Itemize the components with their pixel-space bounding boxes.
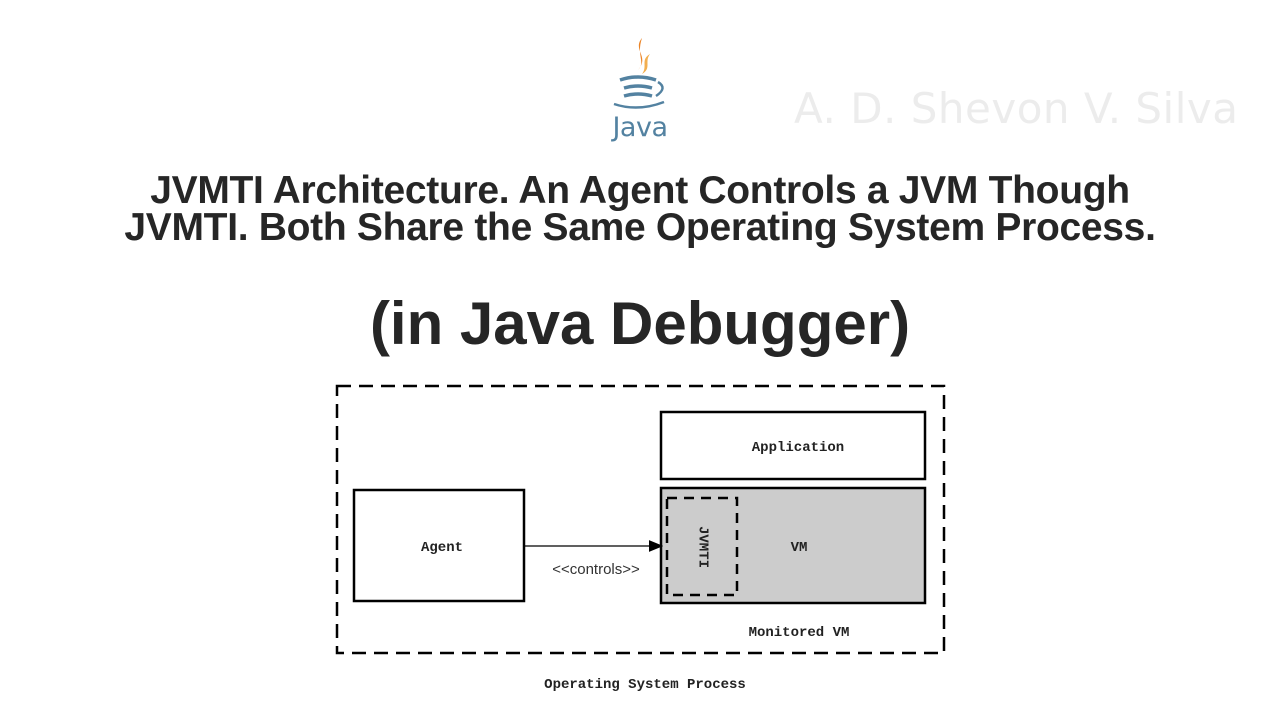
agent-label: Agent (421, 540, 463, 556)
os-process-label: Operating System Process (544, 677, 746, 693)
application-box (659, 410, 927, 481)
controls-edge-label: <<controls>> (552, 561, 640, 578)
slide-subtitle: (in Java Debugger) (369, 290, 911, 357)
java-coffee-cup-icon (613, 38, 665, 109)
author-watermark: A. D. Shevon V. Silva (794, 84, 1239, 133)
slide-title: JVMTI Architecture. An Agent Controls a … (0, 169, 1280, 249)
java-logo-text: Java (612, 112, 668, 143)
jvmti-label: JVMTI (694, 526, 710, 568)
agent-box (352, 488, 526, 603)
title-line-1: JVMTI Architecture. An Agent Controls a … (150, 169, 1130, 212)
os-process-boundary (335, 384, 946, 655)
monitored-vm-label: Monitored VM (749, 625, 850, 641)
title-line-2: JVMTI. Both Share the Same Operating Sys… (124, 206, 1156, 249)
vm-label: VM (791, 540, 808, 556)
java-logo: Java (606, 36, 674, 148)
jvmti-interface-box (665, 496, 739, 597)
application-label: Application (752, 440, 844, 456)
